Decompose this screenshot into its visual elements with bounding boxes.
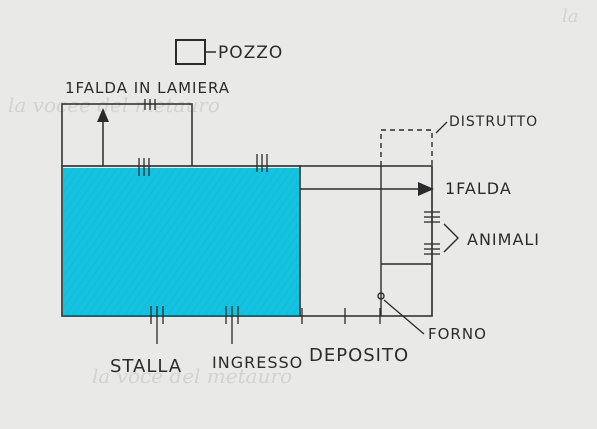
deposito-bottom-ticks (301, 308, 381, 324)
pozzo-box (175, 39, 206, 65)
stalla-top-ticks (138, 158, 150, 176)
watermark-corner: la (562, 6, 579, 27)
ingresso-top-ticks (256, 154, 268, 172)
forno-label: FORNO (428, 325, 487, 343)
watermark-top: la vocee del metauro (8, 93, 220, 117)
ingresso-bottom-ticks (225, 306, 239, 344)
stalla-bottom-ticks (150, 306, 164, 344)
ingresso-label: INGRESSO (212, 353, 303, 372)
pozzo-label: POZZO (218, 43, 283, 63)
distrutto-outline (380, 129, 433, 166)
distrutto-pointer (435, 121, 448, 134)
deposito-outline (300, 165, 433, 317)
animali-label: ANIMALI (467, 230, 540, 249)
animali-bracket (443, 223, 459, 253)
falda-lamiera-outline (61, 103, 193, 166)
falda-lamiera-label: 1FALDA IN LAMIERA (65, 79, 230, 97)
stalla-area-texture (63, 168, 299, 315)
deposito-label: DEPOSITO (309, 345, 409, 366)
main-building-outline (61, 165, 301, 317)
stalla-label: STALLA (110, 356, 182, 377)
forno-pointer (383, 299, 425, 335)
falda-lamiera-ticks (144, 99, 156, 110)
falda-label: 1FALDA (445, 179, 512, 198)
animali-ticks (424, 211, 440, 255)
watermark-bottom: la voce del metauro (92, 364, 292, 388)
falda-arrow-head (418, 182, 434, 196)
forno-marker (377, 292, 385, 300)
falda-lamiera-arrow-head (97, 108, 109, 122)
distrutto-label: DISTRUTTO (449, 114, 538, 130)
